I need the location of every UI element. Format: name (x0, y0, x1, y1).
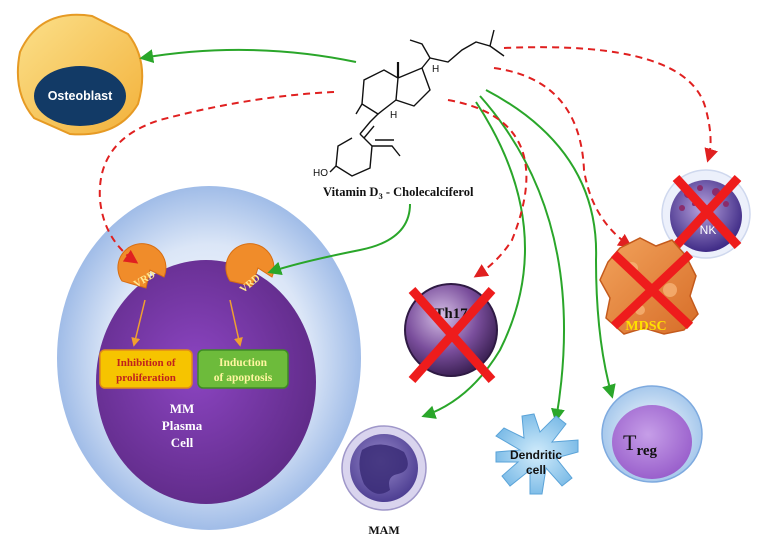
vitamin-d3-structure (335, 29, 505, 177)
osteoblast-cell: Osteoblast (16, 13, 144, 136)
treg-label: Treg (623, 430, 657, 459)
inhibition-box: Inhibition of proliferation (99, 349, 193, 389)
mam-label: MAM (368, 523, 399, 537)
compound-name-suffix: - Cholecalciferol (383, 185, 474, 199)
arrow-inhibit-th17 (447, 99, 528, 278)
mam-cell: MAM (341, 425, 427, 537)
arrow-to-dendritic (479, 95, 565, 423)
dendritic-cell: Dendritic cell (495, 413, 579, 495)
plasma-cell-title-line2: Plasma (162, 418, 203, 433)
structure-h-top: H (432, 64, 439, 75)
plasma-cell-title-line1: MM (170, 401, 195, 416)
th17-cross-icon (408, 287, 496, 383)
structure-hydroxyl: HO (313, 168, 328, 179)
inhibition-box-line1: Inhibition of (117, 357, 176, 369)
treg-cell: Treg (601, 385, 703, 483)
structure-h-ring: H (390, 110, 397, 121)
arrow-inhibit-nk (503, 46, 718, 163)
apoptosis-box-line1: Induction (219, 357, 268, 369)
arrow-inhibit-vdr-left (98, 91, 335, 264)
plasma-cell-title-line3: Cell (171, 435, 194, 450)
inhibition-box-line2: proliferation (116, 372, 176, 384)
mdsc-cell: MDSC (599, 237, 699, 335)
treg-label-main: T (623, 430, 637, 455)
vdr-right-to-box-arrow (229, 299, 243, 347)
apoptosis-box: Induction of apoptosis (197, 349, 289, 389)
compound-name-subscript: 3 (378, 191, 382, 201)
mdsc-label: MDSC (625, 319, 666, 334)
mdsc-cross-icon (610, 250, 694, 330)
compound-name-main: Vitamin D (323, 185, 378, 199)
apoptosis-box-line2: of apoptosis (214, 372, 273, 384)
treg-label-subscript: reg (636, 443, 657, 459)
nk-cell: NK (661, 169, 751, 259)
arrow-to-osteoblast (139, 48, 357, 64)
dendritic-label-line2: cell (526, 463, 546, 477)
arrow-inhibit-mdsc (493, 67, 633, 248)
compound-name: Vitamin D3 - Cholecalciferol (323, 185, 474, 201)
dendritic-label-line1: Dendritic (510, 448, 562, 462)
nk-cross-icon (672, 174, 742, 250)
vdr-left-to-box-arrow (131, 299, 146, 347)
arrow-to-treg (485, 89, 616, 399)
th17-cell: Th17 (404, 283, 498, 383)
osteoblast-label: Osteoblast (48, 89, 113, 103)
nk-label: NK (700, 223, 717, 237)
arrow-to-mam (421, 101, 526, 419)
arrow-to-vdr-right (267, 203, 411, 276)
